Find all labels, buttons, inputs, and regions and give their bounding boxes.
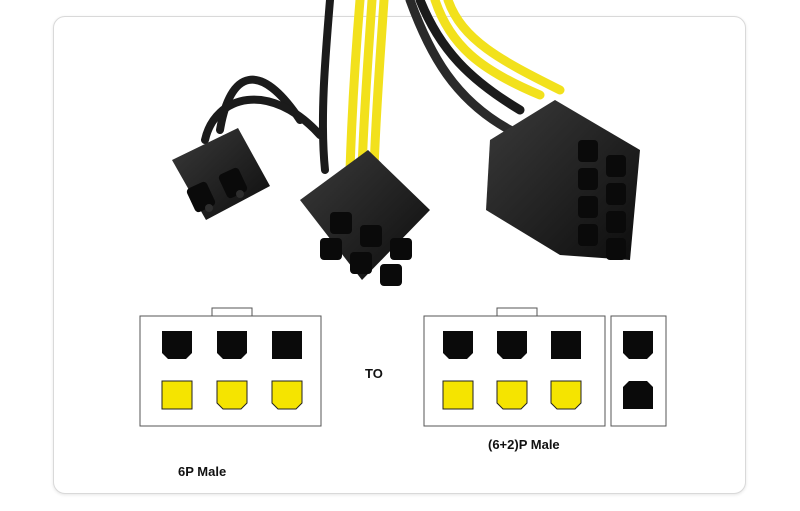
eight-pin-connector — [486, 100, 640, 260]
six-plus-two-latch-outline — [496, 307, 538, 316]
left-connector-label: 6P Male — [178, 464, 227, 479]
plus-two-block-outline — [610, 315, 667, 427]
six-pin-connector — [300, 150, 430, 286]
plus-two-pins — [623, 331, 653, 409]
six-pin-pins — [161, 331, 303, 410]
six-pin-housing-outline — [139, 315, 322, 427]
cable-photo — [172, 0, 640, 286]
right-connector-label: (6+2)P Male — [488, 437, 560, 452]
separator-label: TO — [365, 366, 383, 381]
six-plus-two-pins — [442, 331, 582, 410]
two-pin-connector — [172, 128, 270, 220]
wire-bundle — [201, 0, 565, 175]
six-pin-latch-outline — [211, 307, 253, 316]
six-plus-two-housing-outline — [423, 315, 606, 427]
